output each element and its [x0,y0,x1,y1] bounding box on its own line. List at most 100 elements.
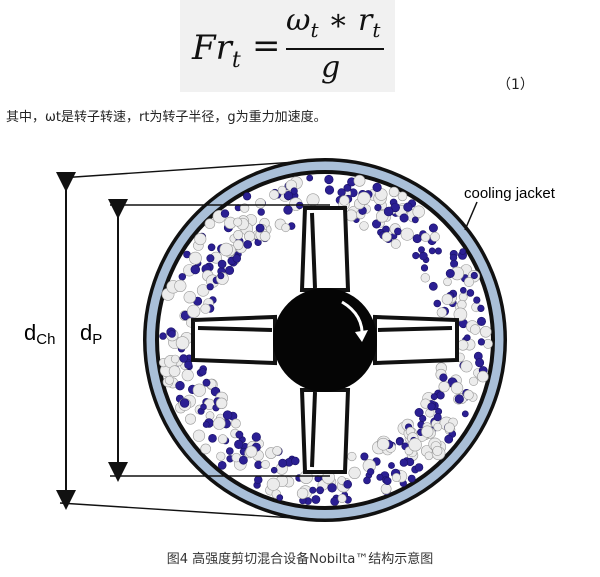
white-particle [432,445,443,456]
white-particle [420,273,430,283]
white-particle [200,303,211,314]
blue-particle [238,455,248,465]
white-particle [170,354,180,364]
blue-particle [433,413,442,422]
white-particle [296,487,309,500]
blue-particle [291,456,300,466]
blue-particle [202,378,211,387]
blue-particle [278,458,287,468]
blue-particle [306,174,314,182]
white-particle [400,227,414,241]
blue-particle [206,283,214,291]
white-particle [245,445,258,458]
blue-particle [454,394,464,404]
white-particle [381,231,392,242]
white-particle [436,307,447,318]
rotor-hub [273,288,377,392]
blue-particle [388,462,395,469]
blue-particle [466,289,475,297]
dp-label: dP [80,320,102,348]
blue-particle [207,243,216,252]
white-particle [470,324,481,335]
white-particle [469,376,479,386]
white-particle [196,284,210,297]
blue-particle [184,360,193,369]
blue-particle [476,316,486,326]
white-particle [213,417,226,430]
blue-particle [179,398,190,408]
particle-layer [158,174,493,506]
blade-bottom [299,388,351,474]
blue-particle [383,476,392,485]
blue-particle [226,447,234,455]
blue-particle [178,273,187,281]
rotor-blades [191,206,459,474]
white-particle [272,445,282,456]
white-particle [388,186,400,198]
white-particle [281,223,291,233]
white-particle [391,472,401,482]
cooling-jacket-ring [146,161,504,519]
white-particle [204,218,216,229]
blue-particle [372,182,382,193]
blue-particle [343,479,353,489]
blue-particle [477,338,486,346]
white-particle [266,477,280,491]
blue-particle [311,495,321,504]
blue-particle [208,433,217,443]
blue-particle [459,287,467,294]
blue-particle [343,184,352,192]
blue-particle [363,476,371,485]
white-particle [390,238,401,249]
blue-particle [232,254,242,263]
blue-particle [459,248,467,255]
white-particle [441,293,453,305]
white-particle [194,233,207,246]
white-particle [337,476,347,485]
blue-particle [327,483,337,493]
white-particle [187,304,201,318]
blue-particle [243,240,252,249]
white-particle [200,443,211,455]
white-particle [408,438,422,452]
white-particle [380,483,392,495]
equation-lhs: Frt [192,28,241,73]
blue-particle [254,475,263,485]
white-particle [457,299,467,310]
blue-particle [414,407,424,417]
nobilta-structure-diagram: dCh dP cooling jacket [24,158,556,522]
white-particle [397,191,408,202]
white-particle [306,193,320,207]
blue-particle [395,438,404,446]
white-particle [185,413,197,425]
white-particle [430,231,440,242]
white-particle [183,291,197,304]
equation-denominator: g [321,50,341,85]
white-particle [260,459,270,469]
white-particle [219,242,233,257]
white-particle [458,292,468,302]
equals-sign: = [252,26,281,66]
white-particle [477,370,489,383]
blue-particle [283,205,293,215]
blue-particle [444,434,454,444]
blue-particle [428,223,438,233]
blue-particle [470,271,478,280]
white-particle [259,231,271,242]
white-particle [233,230,244,240]
blue-particle [200,403,207,411]
white-particle [233,217,243,227]
blade-left [191,314,277,366]
blue-particle [383,206,394,217]
white-particle [188,251,202,265]
blue-particle [159,332,167,340]
equation-number: （1） [497,77,534,93]
blue-particle [290,187,298,195]
blue-particle [461,410,469,418]
dch-top-extension [59,159,326,179]
white-particle [412,205,425,218]
white-particle [230,418,241,429]
white-particle [420,232,431,242]
white-particle [357,191,371,205]
blue-particle [399,458,408,467]
